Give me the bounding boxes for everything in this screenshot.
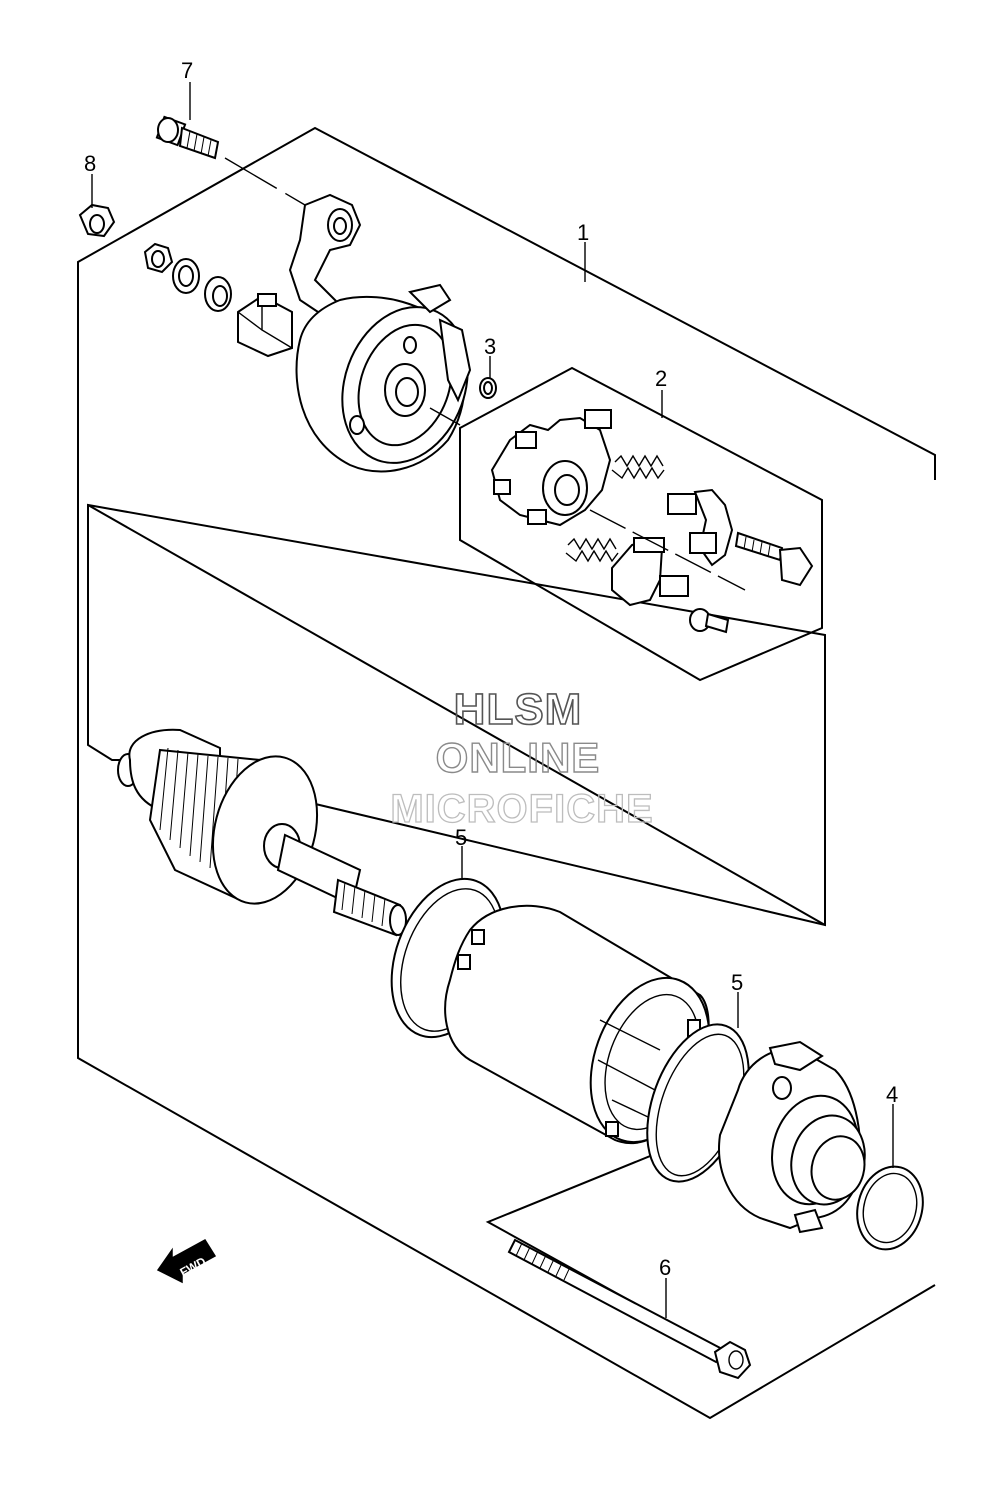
callout-3: 3 — [484, 334, 496, 359]
brush-plate-lower — [611, 537, 689, 607]
brush-plate-right — [667, 488, 734, 567]
watermark-line-1: HLSM — [454, 685, 583, 734]
washer-stack — [143, 242, 293, 358]
brush-spring-upper — [611, 454, 665, 480]
small-o-ring — [479, 377, 497, 399]
bolt-axis-line — [224, 157, 306, 206]
callout-6: 6 — [659, 1255, 671, 1280]
fwd-arrow-icon: FWD — [156, 1239, 217, 1284]
brush-screw — [689, 608, 730, 634]
rear-bracket — [718, 1040, 866, 1234]
flange-bolt — [155, 115, 220, 160]
through-bolt — [507, 1238, 752, 1380]
callout-2: 2 — [655, 366, 667, 391]
watermark-line-2: ONLINE — [436, 734, 601, 781]
inner-box-diagonal — [87, 504, 826, 926]
brush-spring-lower — [565, 537, 619, 563]
watermark-line-3: MICROFICHE — [390, 787, 653, 831]
hex-nut — [78, 203, 116, 238]
front-bracket — [288, 193, 472, 473]
yoke-housing — [444, 904, 711, 1145]
callout-1: 1 — [577, 220, 589, 245]
brush-axis-line — [589, 509, 746, 591]
brush-holder-assembly — [490, 409, 612, 527]
large-o-ring — [856, 1165, 924, 1251]
callout-5-rear: 5 — [731, 970, 743, 995]
terminal-bolt — [734, 531, 814, 587]
callout-8: 8 — [84, 151, 96, 176]
brush-holder-box — [459, 366, 823, 682]
callout-5-front: 5 — [455, 825, 467, 850]
callout-4: 4 — [886, 1082, 898, 1107]
callout-7: 7 — [181, 58, 193, 83]
shaft-axis-line — [429, 407, 461, 426]
armature — [117, 728, 407, 937]
